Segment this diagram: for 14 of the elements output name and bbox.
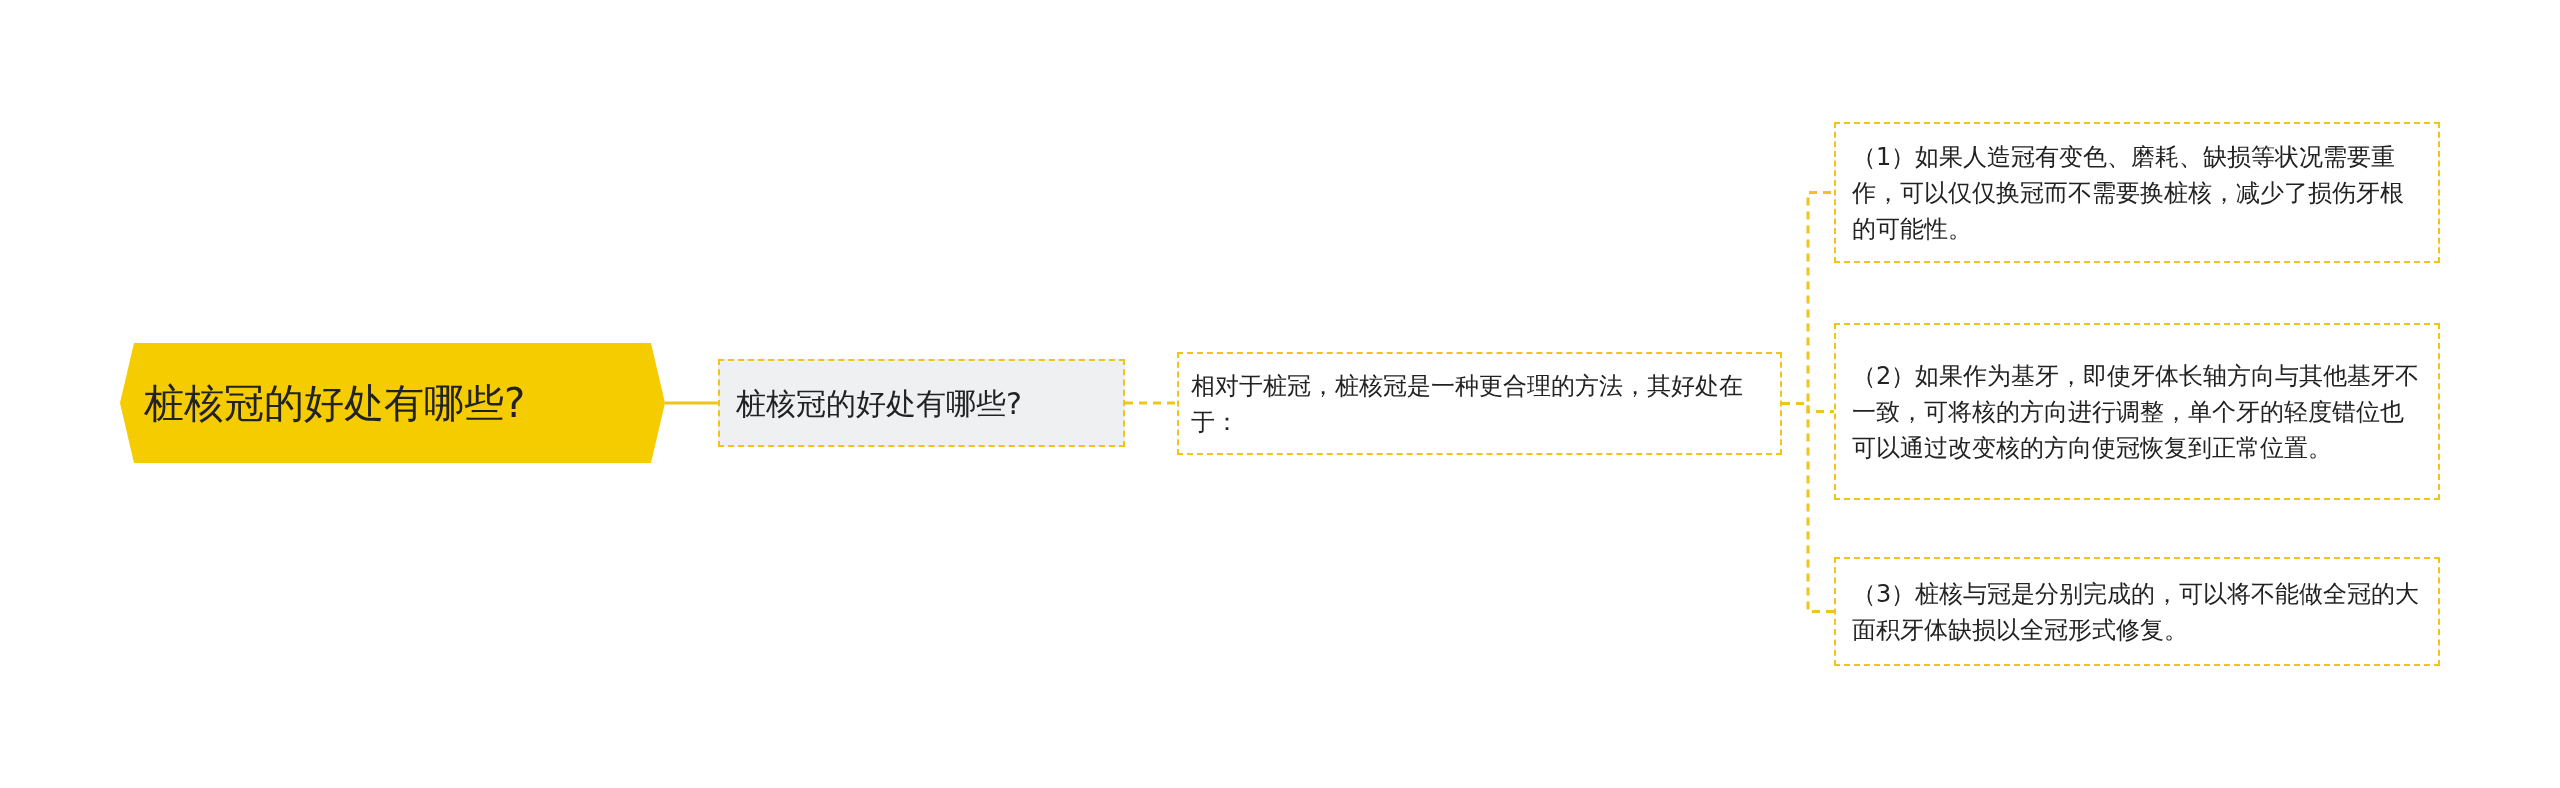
node-text: （2）如果作为基牙，即使牙体长轴方向与其他基牙不一致，可将核的方向进行调整，单个牙的轻度错位也可以通过改变核的方向使冠恢复到正常位置。 [1852,360,2421,464]
branch-box [1177,352,1782,455]
node-text: 桩核冠的好处有哪些? [144,379,527,428]
node-text: 桩核冠的好处有哪些? [736,384,1023,423]
detail-box [1834,122,2440,263]
connector-line [1125,401,1177,405]
node-text: 相对于桩冠，桩核冠是一种更合理的方法，其好处在于： [1191,370,1744,438]
detail-box [1834,557,2440,666]
node-text: （1）如果人造冠有变色、磨耗、缺损等状况需要重作，可以仅仅换冠而不需要换桩核，减少了损伤牙根的可能性。 [1852,141,2405,245]
subtopic-box [718,359,1125,447]
connector-line [1782,402,1834,613]
node-text: （3）桩核与冠是分别完成的，可以将不能做全冠的大面积牙体缺损以全冠形式修复。 [1852,578,2421,646]
detail-box [1834,323,2440,500]
connector-line [665,401,718,405]
